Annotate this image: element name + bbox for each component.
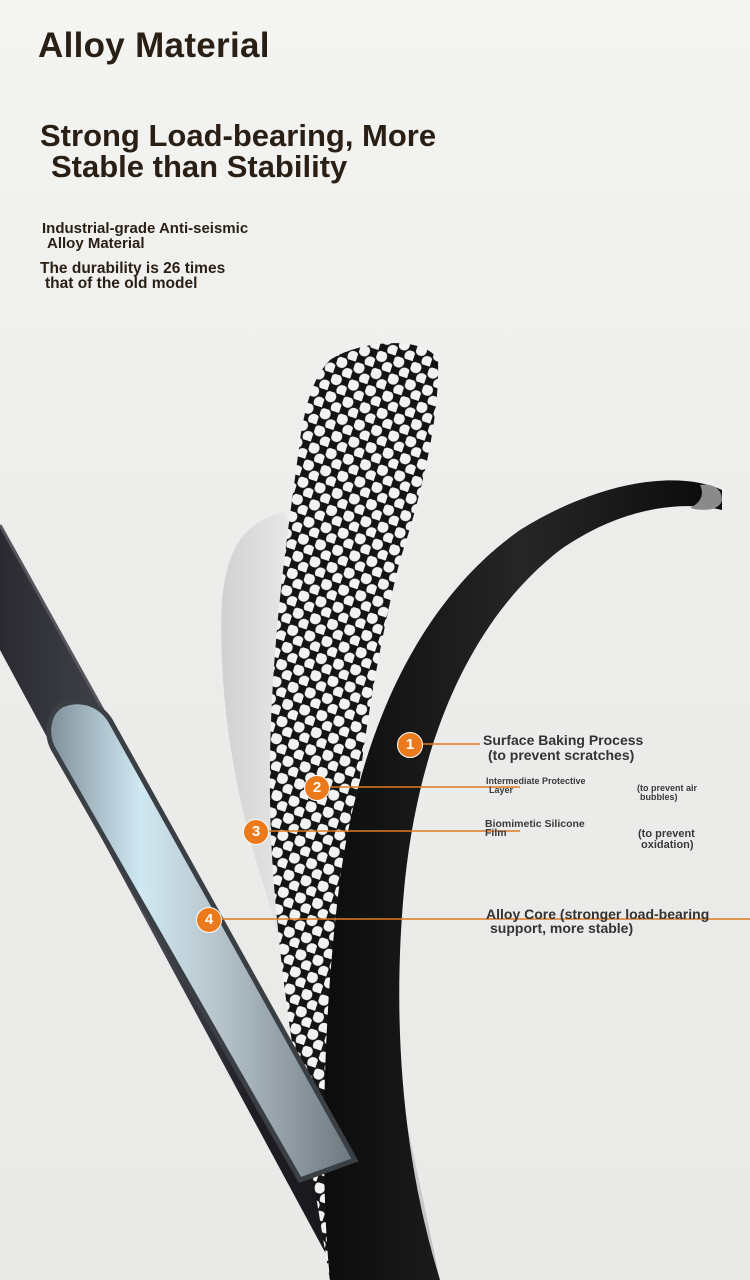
label-1-line-1: Surface Baking Process bbox=[483, 732, 644, 748]
label-intermediate-layer: Intermediate Protective Layer bbox=[486, 777, 586, 795]
feature-1-line-1: Industrial-grade Anti-seismic bbox=[42, 220, 249, 237]
feature-anti-seismic: Industrial-grade Anti-seismic Alloy Mate… bbox=[42, 221, 248, 251]
label-2-line-1: Intermediate Protective bbox=[486, 776, 586, 786]
headline: Strong Load-bearing, More Stable than St… bbox=[40, 120, 436, 182]
note-3-line-2: oxidation) bbox=[641, 839, 694, 851]
label-silicone-film: Biomimetic Silicone Film bbox=[485, 818, 585, 839]
note-2-line-2: bubbles) bbox=[640, 792, 678, 802]
black-shell-lip bbox=[690, 484, 722, 510]
label-3-line-2: Film bbox=[485, 827, 507, 839]
label-4-line-2: support, more stable) bbox=[490, 920, 634, 936]
black-shell bbox=[324, 480, 722, 1280]
badge-layer-1: 1 bbox=[397, 732, 423, 758]
label-4-line-1: Alloy Core (stronger load-bearing bbox=[486, 906, 710, 922]
feature-2-line-1: The durability is 26 times bbox=[40, 260, 226, 277]
note-3-line-1: (to prevent bbox=[638, 828, 695, 840]
feature-1-line-2: Alloy Material bbox=[47, 235, 145, 252]
label-2-line-2: Layer bbox=[489, 785, 514, 795]
page-title: Alloy Material bbox=[38, 26, 270, 65]
label-1-line-2: (to prevent scratches) bbox=[488, 747, 635, 763]
headline-line-1: Strong Load-bearing, More bbox=[40, 118, 437, 153]
feature-2-line-2: that of the old model bbox=[45, 275, 198, 292]
label-alloy-core: Alloy Core (stronger load-bearing suppor… bbox=[486, 907, 709, 935]
feature-durability: The durability is 26 times that of the o… bbox=[40, 260, 226, 292]
note-oxidation: (to prevent oxidation) bbox=[638, 829, 695, 851]
label-surface-baking: Surface Baking Process (to prevent scrat… bbox=[483, 733, 643, 763]
note-2-line-1: (to prevent air bbox=[637, 783, 698, 793]
alloy-core bbox=[46, 699, 359, 1184]
note-air-bubbles: (to prevent air bubbles) bbox=[637, 784, 697, 802]
headline-line-2: Stable than Stability bbox=[51, 149, 348, 184]
badge-layer-2: 2 bbox=[304, 775, 330, 801]
label-3-line-1: Biomimetic Silicone bbox=[485, 818, 585, 830]
badge-layer-4: 4 bbox=[196, 907, 222, 933]
badge-layer-3: 3 bbox=[243, 819, 269, 845]
